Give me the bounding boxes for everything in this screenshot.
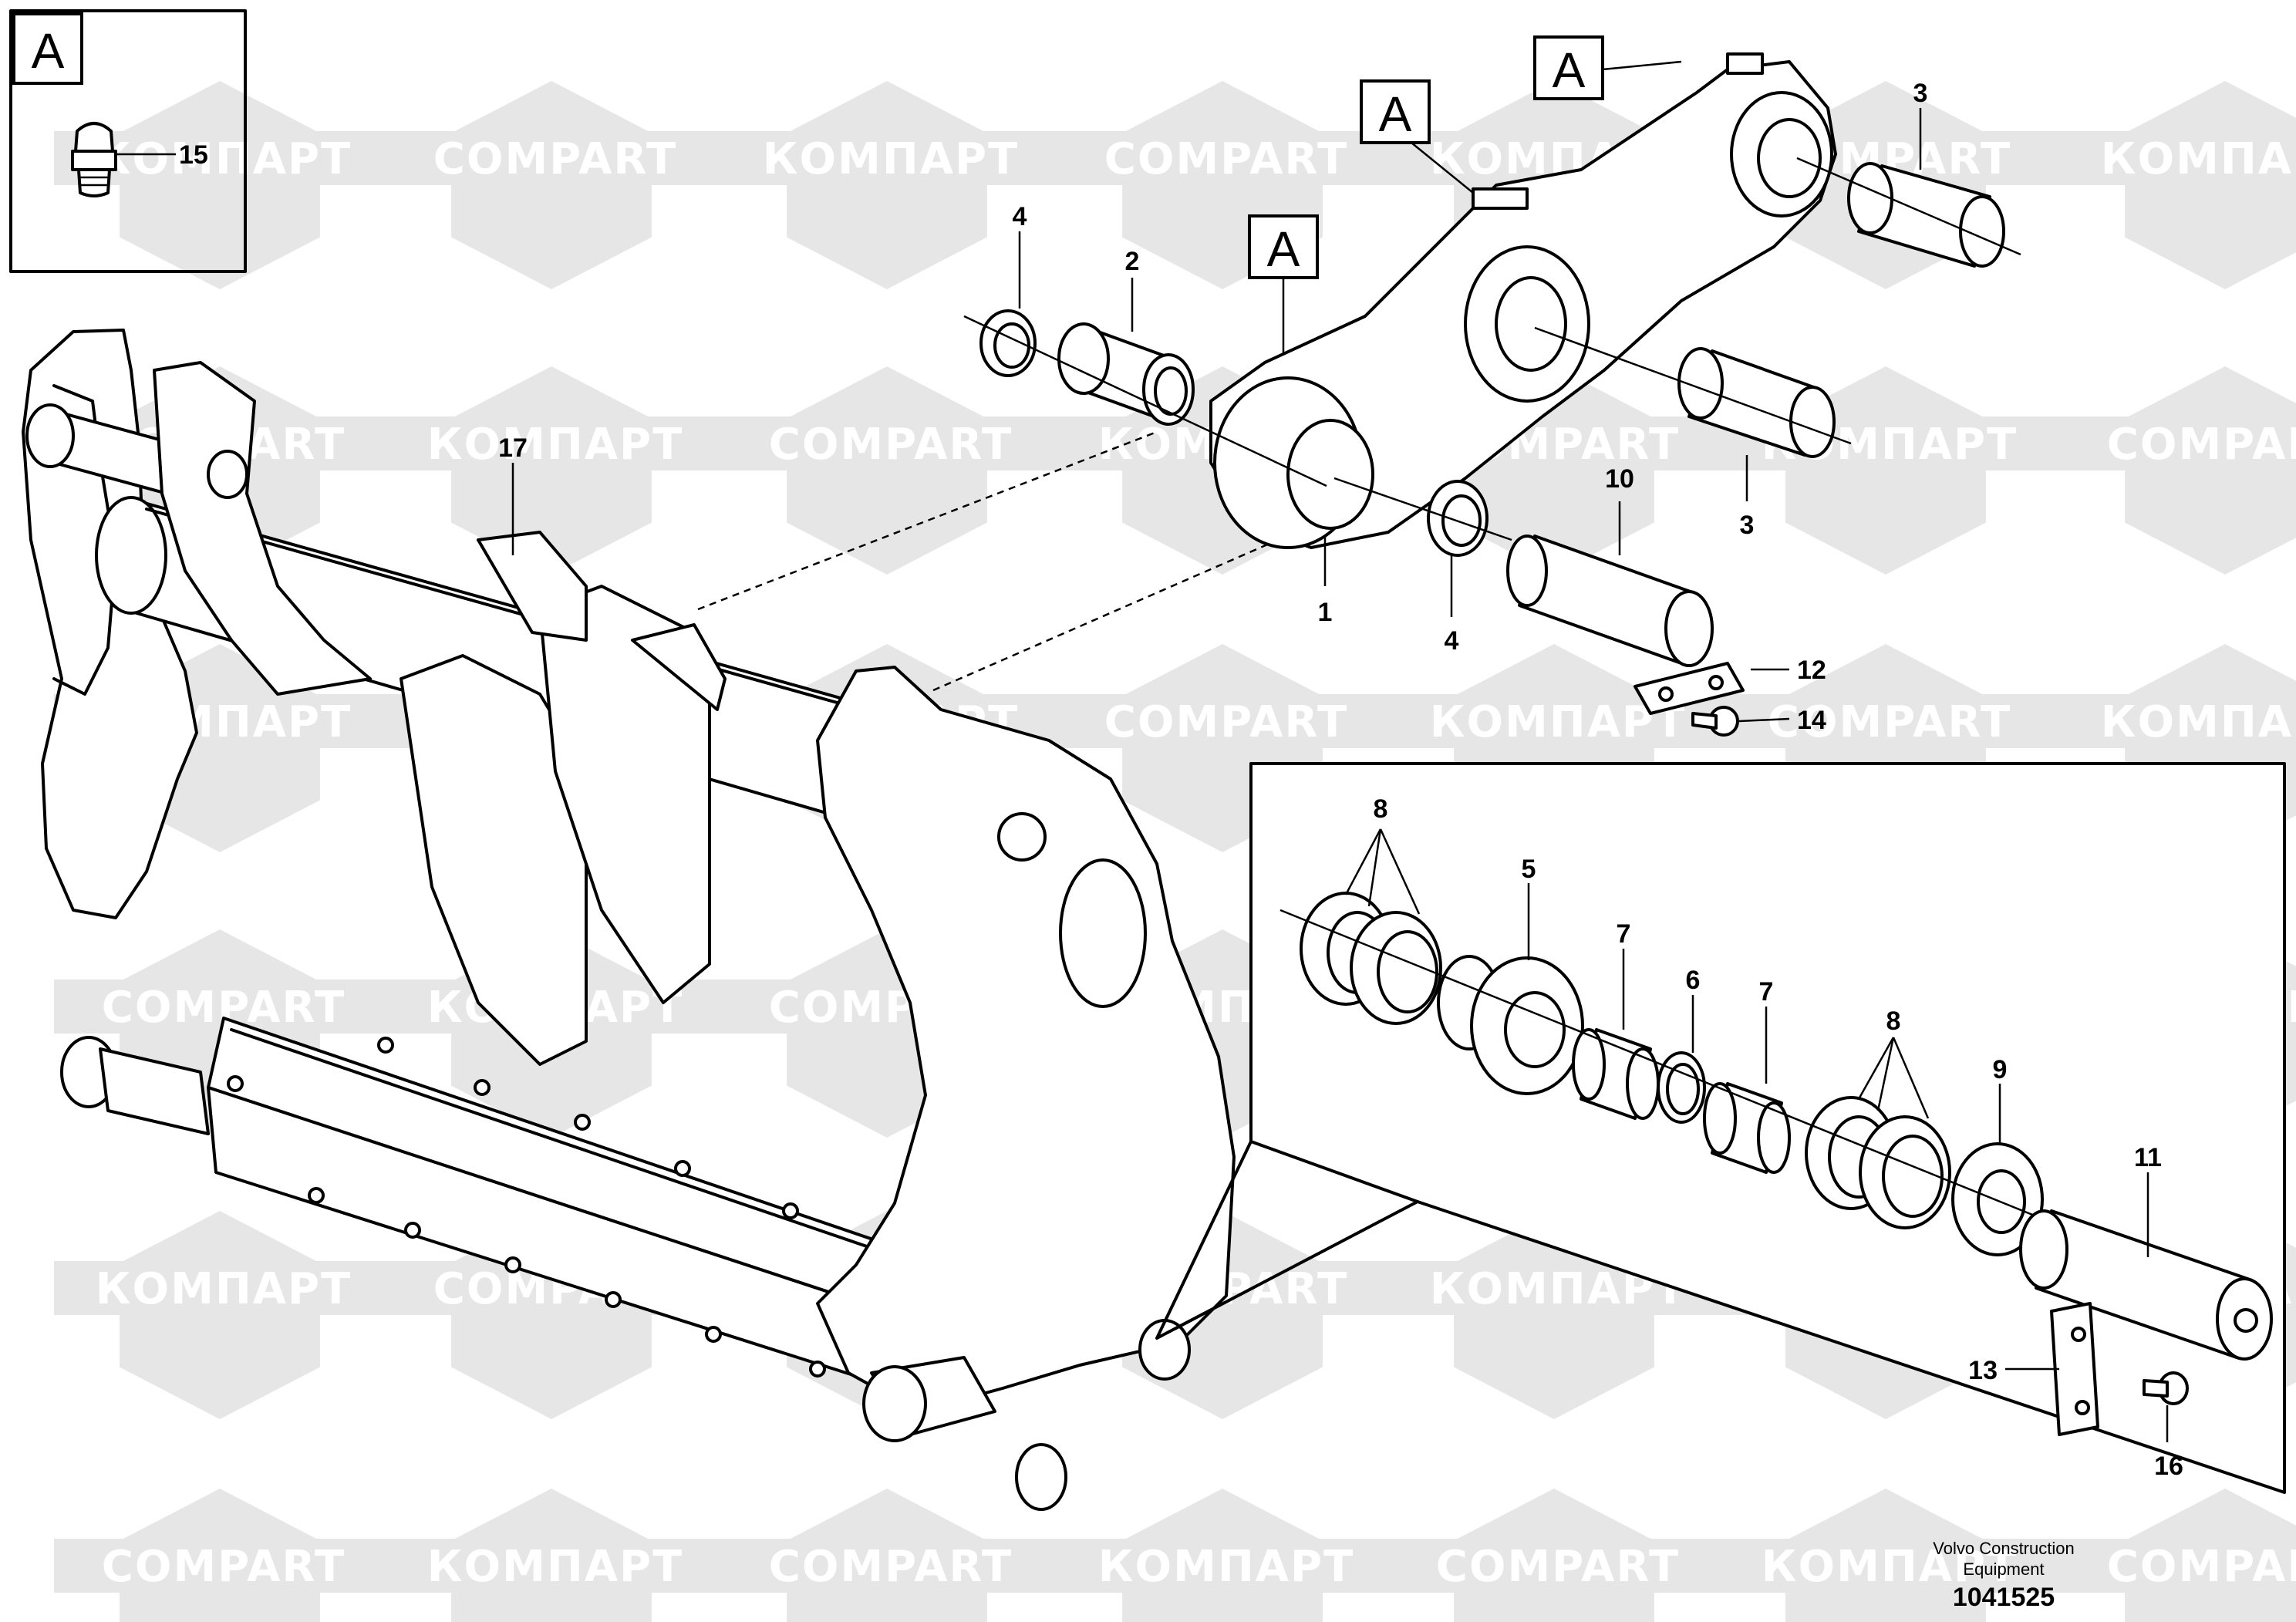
label-13: 13 [1968, 1356, 1998, 1385]
svg-text:A: A [1379, 86, 1412, 142]
drawing-number: 1041525 [1953, 1583, 2055, 1612]
watermark-band [2059, 416, 2296, 470]
watermark-text: COMPART [433, 134, 677, 184]
part-bushing-7-right [1703, 1082, 1791, 1174]
watermark-text: COMPART [1104, 134, 1348, 184]
watermark-text: COMPART [1768, 697, 2011, 747]
watermark-text: КОМПАРТ [2101, 134, 2296, 184]
part-sleeve-3-mid [1677, 347, 1836, 458]
leader-lines [511, 108, 2169, 1442]
watermark-text: COMPART [769, 420, 1013, 470]
watermark-band [386, 131, 725, 185]
label-4-bottom: 4 [1445, 626, 1459, 656]
watermark-band [1720, 1539, 2059, 1593]
watermark-band [2059, 131, 2296, 185]
manufacturer-line1: Volvo Construction [1933, 1539, 2074, 1558]
part-plate-12 [1633, 662, 1745, 715]
footer: Volvo Construction Equipment 1041525 [1933, 1539, 2074, 1612]
watermark-text: КОМПАРТ [1430, 697, 1687, 747]
svg-text:A: A [1553, 42, 1586, 98]
label-15: 16 [2154, 1452, 2183, 1481]
label-1: 1 [1318, 598, 1333, 627]
label-17: 17 [498, 433, 528, 463]
watermark-text: КОМПАРТ [1098, 1542, 1355, 1592]
svg-text:A: A [1267, 221, 1300, 277]
part-plate-13 [2050, 1302, 2099, 1436]
label-3-mid: 3 [1740, 511, 1755, 540]
watermark-text: КОМПАРТ [427, 420, 684, 470]
label-4-top: 4 [1013, 202, 1027, 231]
link-arm [1209, 52, 1837, 549]
label-2: 2 [1125, 247, 1140, 276]
watermark-band [721, 1539, 1060, 1593]
front-plate-hole-large [1059, 858, 1147, 1008]
part-bushing-2 [1057, 322, 1195, 426]
inset-a-ref-label: A [32, 23, 65, 79]
watermark-band [2059, 694, 2296, 748]
watermark-text: COMPART [1436, 1542, 1680, 1592]
watermark-band [2059, 1539, 2296, 1593]
label-8-left: 8 [1374, 794, 1388, 824]
part-bolt-15 [2143, 1371, 2189, 1405]
part-bolt-14 [1691, 706, 1739, 737]
quick-coupler-frame [22, 329, 1296, 1511]
watermark-band [721, 416, 1060, 470]
tube-end-left [95, 496, 167, 615]
watermark-band [721, 131, 1060, 185]
watermark-text: КОМПАРТ [96, 134, 352, 184]
label-12: 12 [1797, 656, 1826, 685]
part-spacer-5 [1437, 955, 1584, 1095]
watermark-band [386, 1539, 725, 1593]
label-3-top: 3 [1913, 79, 1928, 108]
label-7-right: 7 [1759, 977, 1774, 1007]
ref-a-box-1: A [1533, 35, 1682, 100]
part-labels: 15 4 2 3 3 17 1 4 10 12 14 8 5 7 6 7 8 9… [179, 79, 2183, 1481]
part-pin-10 [1506, 534, 1714, 667]
inset-detail-panel [1155, 762, 2286, 1494]
watermark-text: КОМПАРТ [427, 1542, 684, 1592]
label-8-right: 8 [1886, 1007, 1901, 1036]
ref-a-box-3: A [1248, 214, 1319, 355]
ref-a-box-2: A [1360, 79, 1474, 194]
label-11: 11 [2134, 1143, 2162, 1172]
label-16: 15 [179, 140, 208, 170]
watermark-band [54, 1261, 393, 1315]
bottom-right-hinge [862, 1365, 927, 1442]
label-9: 9 [1993, 1055, 2008, 1084]
part-pin-11 [2019, 1209, 2273, 1361]
inset-a-grease-nipple: A [9, 9, 247, 273]
watermark-band [1057, 1539, 1396, 1593]
watermark-band [54, 1539, 393, 1593]
part-seal-4-top [979, 309, 1037, 377]
bottom-bar-bolts [227, 1037, 826, 1378]
grease-nipple-icon [71, 122, 117, 197]
inset-a-ref-box [12, 12, 83, 85]
watermark-band [1720, 694, 2059, 748]
label-14: 14 [1797, 706, 1826, 735]
watermark-text: COMPART [2107, 1542, 2296, 1592]
label-5: 5 [1522, 855, 1536, 884]
watermark-text: КОМПАРТ [1762, 1542, 2018, 1592]
watermark-band [386, 416, 725, 470]
watermark-text: COMPART [769, 1542, 1013, 1592]
watermark-band [1057, 694, 1396, 748]
label-7-left: 7 [1617, 919, 1631, 949]
part-seal-4-bottom [1427, 480, 1489, 557]
watermark-text: COMPART [102, 1542, 346, 1592]
watermark-text: КОМПАРТ [96, 1264, 352, 1314]
watermark-band [1057, 131, 1396, 185]
pin-hole [1138, 1319, 1191, 1381]
watermark-band [1388, 1539, 1728, 1593]
watermark-text: COMPART [2107, 420, 2296, 470]
label-6: 6 [1686, 966, 1701, 995]
part-ring-6 [1657, 1051, 1706, 1124]
watermark-text: КОМПАРТ [2101, 697, 2296, 747]
label-10: 10 [1605, 464, 1634, 494]
part-shims-8-right [1805, 1096, 1951, 1229]
watermark-text: КОМПАРТ [763, 134, 1020, 184]
part-washer-9 [1951, 1142, 2044, 1256]
watermark-text: COMPART [1104, 697, 1348, 747]
manufacturer-line2: Equipment [1963, 1560, 2044, 1579]
